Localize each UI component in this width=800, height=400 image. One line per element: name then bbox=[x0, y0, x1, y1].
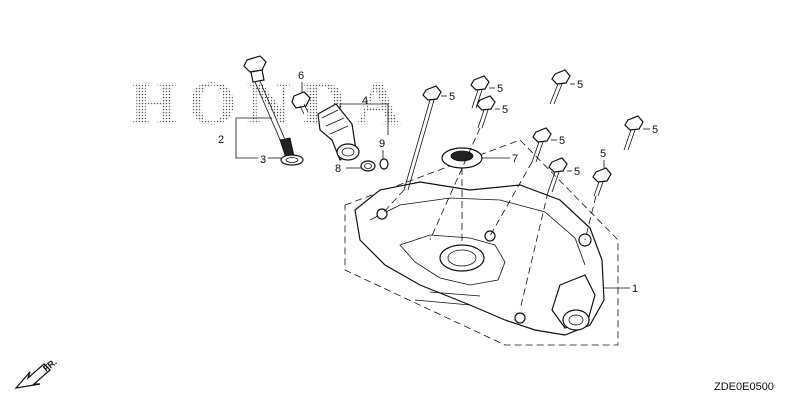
flange-bolt-d bbox=[549, 69, 571, 105]
elbow-o-ring bbox=[360, 160, 376, 172]
callout-5f: 5 bbox=[574, 166, 580, 178]
assembly-line-bolt-h bbox=[584, 195, 597, 241]
flange-bolt-g bbox=[623, 115, 644, 151]
callout-5c: 5 bbox=[502, 104, 508, 116]
callout-8: 8 bbox=[335, 163, 341, 175]
flange-bolt-a bbox=[403, 85, 442, 191]
assembly-line-bolt-c bbox=[429, 127, 481, 241]
callout-7: 7 bbox=[512, 153, 518, 165]
front-direction-arrow: FR. bbox=[14, 357, 59, 389]
assembly-line-bolt-f bbox=[519, 191, 549, 311]
crankcase-cover bbox=[354, 181, 605, 336]
callout-3: 3 bbox=[260, 154, 266, 166]
flange-bolt-h bbox=[592, 167, 612, 197]
diagram-code: ZDE0E0500 bbox=[714, 381, 774, 393]
oil-seal bbox=[441, 147, 483, 169]
flange-bolt-c bbox=[476, 95, 496, 129]
callout-5e: 5 bbox=[559, 135, 565, 147]
callout-4: 4 bbox=[362, 95, 368, 107]
bolt-6 bbox=[291, 91, 311, 115]
assembly-line-bolt-e bbox=[489, 161, 533, 237]
callout-5d: 5 bbox=[577, 79, 583, 91]
oil-dipstick bbox=[243, 55, 295, 159]
callout-1: 1 bbox=[632, 283, 638, 295]
cover-dashed-outline bbox=[344, 139, 619, 346]
callout-5b: 5 bbox=[497, 83, 503, 95]
dipstick-o-ring bbox=[280, 154, 304, 166]
callout-5h: 5 bbox=[600, 148, 606, 160]
callout-5g: 5 bbox=[652, 124, 658, 136]
flange-bolt-e bbox=[531, 127, 552, 163]
callout-6: 6 bbox=[298, 70, 304, 82]
washer-9 bbox=[379, 158, 389, 170]
flange-bolt-b bbox=[470, 75, 490, 109]
callout-9: 9 bbox=[379, 138, 385, 150]
bracket-4 bbox=[339, 103, 389, 135]
callout-5a: 5 bbox=[449, 91, 455, 103]
flange-bolt-f bbox=[547, 157, 568, 193]
assembly-line-bolt-a bbox=[381, 189, 405, 215]
bracket-2 bbox=[235, 117, 272, 159]
callout-2: 2 bbox=[218, 134, 224, 146]
oil-filler-elbow bbox=[317, 103, 360, 161]
